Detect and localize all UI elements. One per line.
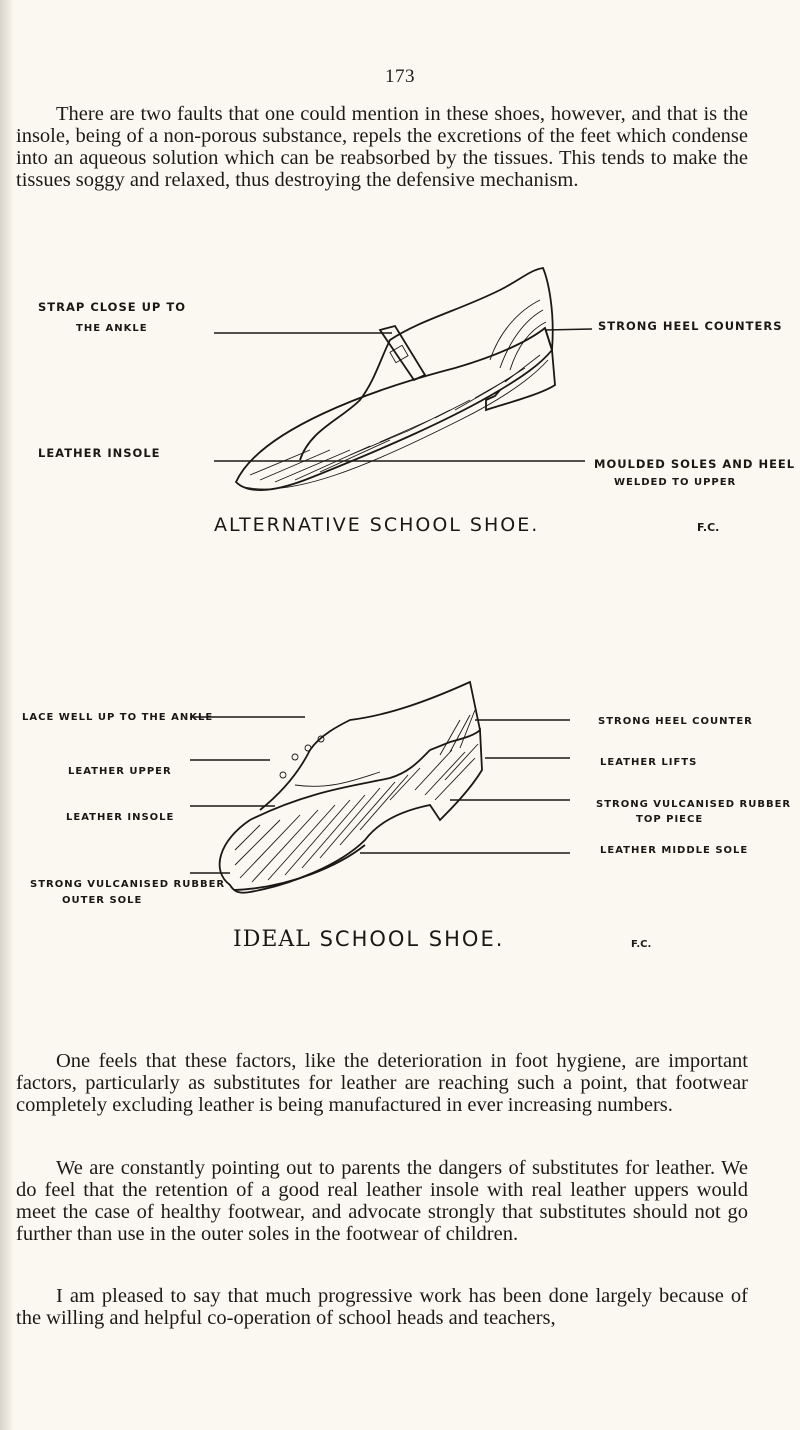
page-number: 173: [385, 66, 415, 87]
label-leather-upper: Leather Upper: [68, 766, 172, 777]
figure-2-caption-school-shoe: School Shoe.: [319, 927, 505, 951]
label-strap-close: Strap Close Up To: [38, 300, 186, 314]
label-strong-heel-counters: Strong Heel Counters: [598, 319, 783, 333]
figure-2-caption-ideal: Ideal: [233, 927, 311, 952]
ideal-shoe-drawing: [190, 680, 570, 894]
label-vulcanised-outer-sole: Strong Vulcanised Rubber: [30, 879, 226, 890]
label-lace-well-up: Lace Well Up To The Ankle: [22, 712, 214, 723]
alternative-shoe-drawing: [214, 267, 593, 491]
label-strong-heel-counter: Strong Heel Counter: [598, 716, 753, 727]
paragraph-4: I am pleased to say that much progressiv…: [16, 1285, 748, 1329]
figure-1-caption: Alternative School Shoe.: [214, 514, 540, 536]
label-vulcanised-top-piece: Strong Vulcanised Rubber: [596, 799, 792, 810]
label-leather-insole-2: Leather Insole: [66, 812, 175, 823]
label-moulded-soles-line2: Welded To Upper: [614, 477, 737, 488]
figure-1-initials: F.C.: [697, 521, 720, 534]
label-strap-close-line2: The Ankle: [76, 323, 148, 334]
label-moulded-soles: Moulded Soles and Heel: [594, 457, 796, 471]
book-binding-shadow: [0, 0, 14, 1430]
label-leather-lifts: Leather Lifts: [600, 757, 698, 768]
figure-2-caption: Ideal School Shoe.: [233, 927, 504, 952]
figure-2-initials: F.C.: [631, 939, 652, 950]
label-vulcanised-outer-sole-line2: Outer Sole: [62, 895, 143, 906]
label-vulcanised-top-piece-line2: Top Piece: [636, 814, 704, 825]
paragraph-2: One feels that these factors, like the d…: [16, 1050, 748, 1116]
paragraph-3: We are constantly pointing out to parent…: [16, 1157, 748, 1245]
label-leather-middle-sole: Leather Middle Sole: [600, 845, 749, 856]
paragraph-1: There are two faults that one could ment…: [16, 103, 748, 191]
label-leather-insole: Leather Insole: [38, 446, 161, 460]
